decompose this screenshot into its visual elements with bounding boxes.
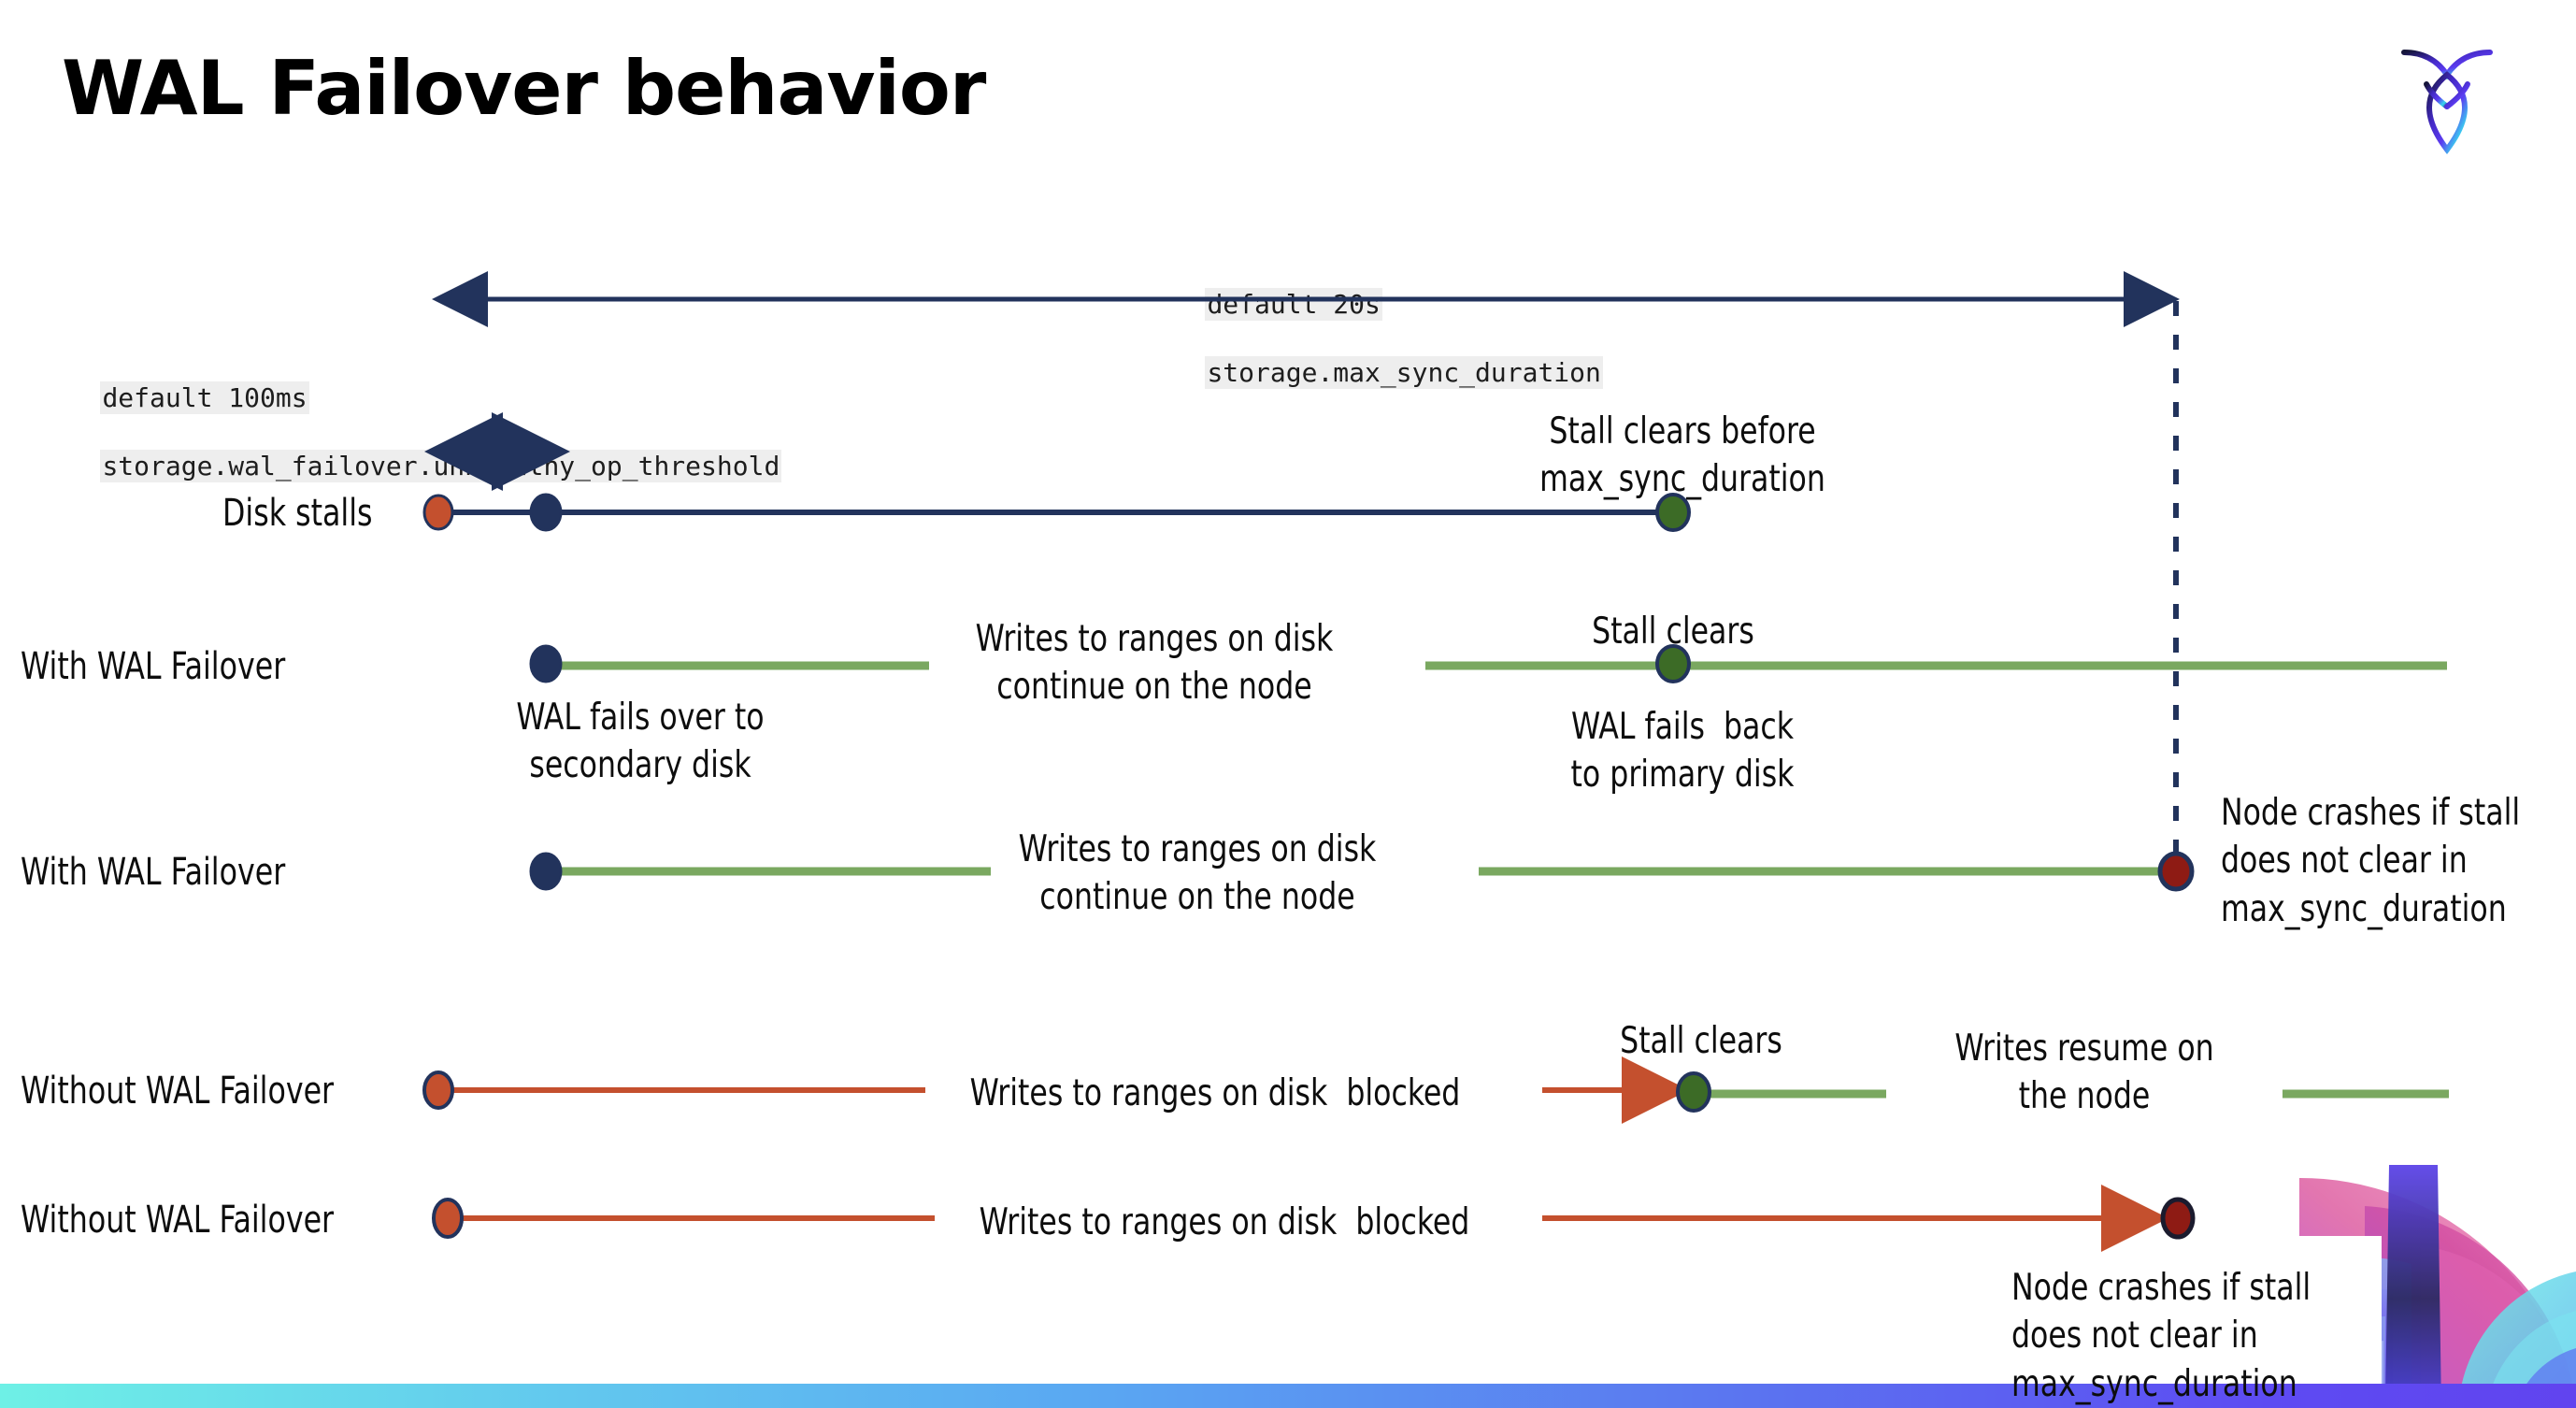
crash-callout-backdrop <box>1963 1236 2382 1408</box>
marker-failover-navy <box>529 493 563 532</box>
marker-stall-clear-green <box>1676 1071 1711 1113</box>
row-label-without-wal-failover-clears: Without WAL Failover <box>21 1070 335 1113</box>
logo-svg <box>2401 50 2493 154</box>
callout-wal-fails-back: WAL fails back to primary disk <box>1570 706 1795 797</box>
marker-node-crash-darkred <box>2157 851 2195 892</box>
bottom-gradient-bar <box>0 1384 2576 1408</box>
row-label-with-wal-failover-clears: With WAL Failover <box>21 645 286 688</box>
marker-stall-start-orange <box>422 1070 454 1110</box>
row-label-disk-stalls: Disk stalls <box>222 492 373 535</box>
callout-node-crashes-2: Node crashes if stall does not clear in … <box>2011 1267 2311 1405</box>
row-label-with-wal-failover-crash: With WAL Failover <box>21 851 286 894</box>
callout-writes-resume: Writes resume on the node <box>1954 1027 2214 1118</box>
callout-writes-blocked-1: Writes to ranges on disk blocked <box>969 1072 1461 1114</box>
callout-wal-fails-over: WAL fails over to secondary disk <box>516 697 765 787</box>
marker-failover-navy <box>529 644 563 683</box>
callout-writes-blocked-2: Writes to ranges on disk blocked <box>979 1201 1470 1243</box>
callout-stall-clears-before-max-sync: Stall clears before max_sync_duration <box>1539 410 1825 501</box>
cockroachdb-logo-icon <box>2391 34 2503 155</box>
row-label-without-wal-failover-crash: Without WAL Failover <box>21 1199 335 1242</box>
marker-node-crash-darkred <box>2160 1197 2196 1240</box>
callout-writes-continue-1: Writes to ranges on disk continue on the… <box>975 618 1334 709</box>
max-sync-setting-label: storage.max_sync_duration <box>1205 356 1603 390</box>
page-title: WAL Failover behavior <box>62 45 986 132</box>
marker-failover-navy <box>529 852 563 891</box>
marker-stall-clear-green <box>1655 493 1691 532</box>
callout-stall-clears-2: Stall clears <box>1620 1020 1782 1062</box>
callout-stall-clears-1: Stall clears <box>1592 611 1754 653</box>
callout-writes-continue-2: Writes to ranges on disk continue on the… <box>1018 828 1377 919</box>
callout-node-crashes-1: Node crashes if stall does not clear in … <box>2221 792 2521 930</box>
marker-stall-start-orange <box>422 494 454 531</box>
marker-stall-start-orange <box>432 1198 464 1239</box>
unhealthy-op-default-label: default 100ms <box>100 381 309 415</box>
marker-stall-clear-green <box>1655 644 1691 683</box>
